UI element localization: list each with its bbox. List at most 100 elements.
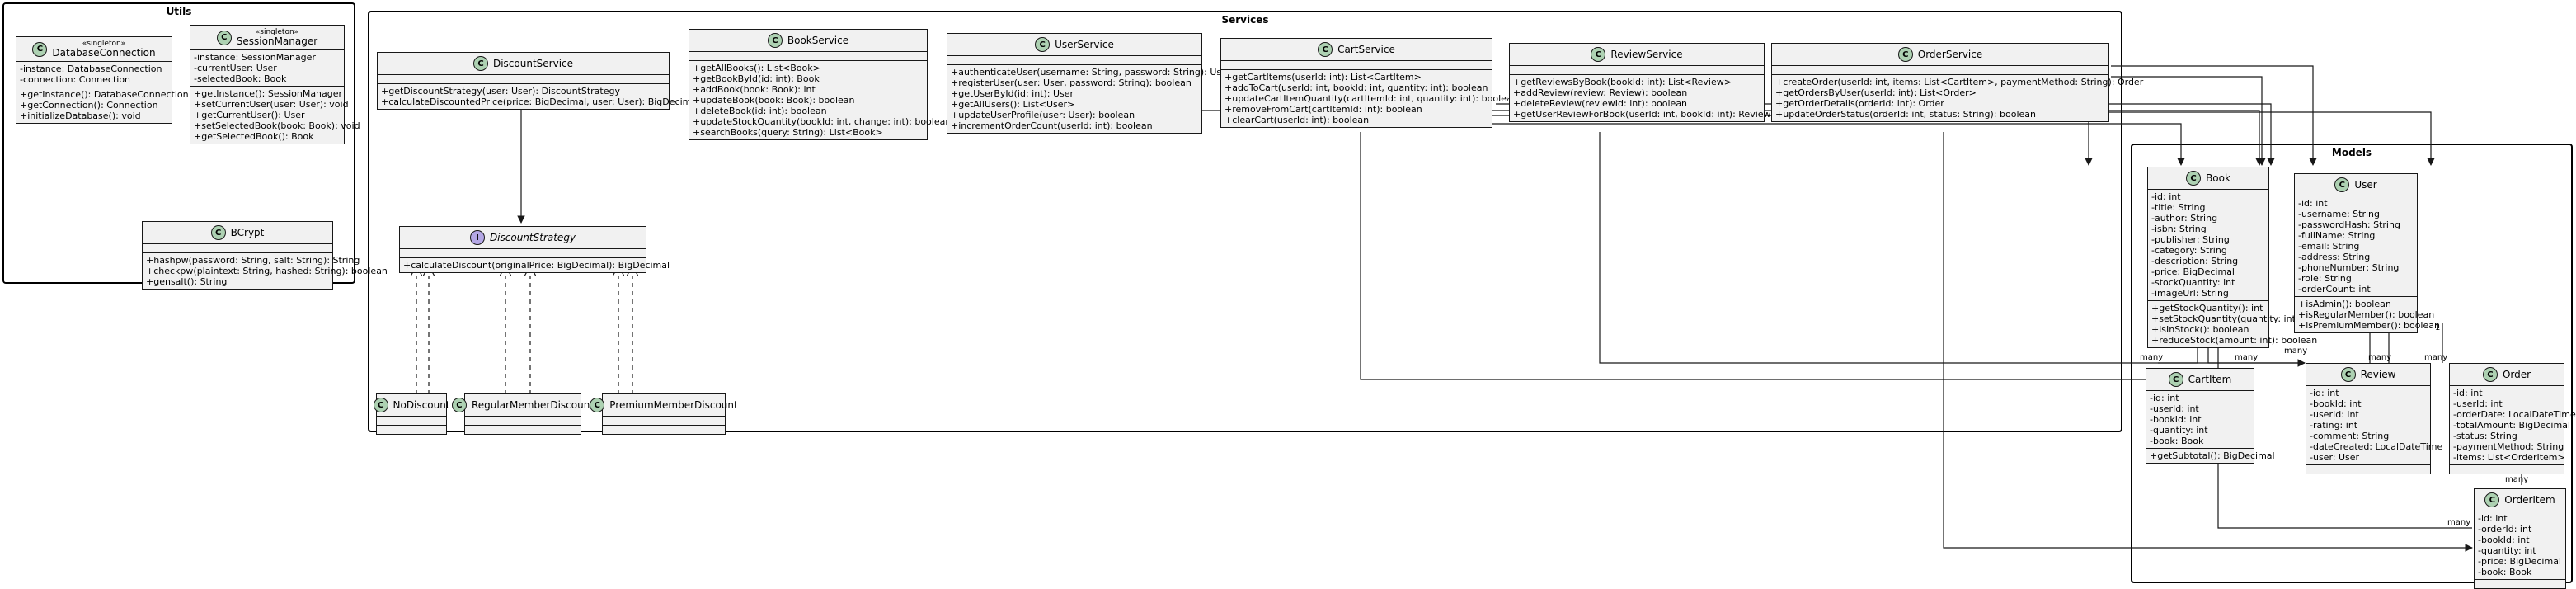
class-review-service[interactable]: C ReviewService +getReviewsByBook(bookId…	[1509, 43, 1771, 122]
class-cart-item[interactable]: C CartItem -id: int-userId: int-bookId: …	[2146, 368, 2275, 464]
class-c-icon: C	[2482, 367, 2498, 382]
method-line: +calculateDiscount(originalPrice: BigDec…	[403, 260, 670, 271]
methods: +getStockQuantity(): int+setStockQuantit…	[2148, 300, 2325, 347]
method-line: +setStockQuantity(quantity: int): void	[2151, 313, 2325, 324]
class-discount-service[interactable]: C DiscountService +getDiscountStrategy(u…	[377, 52, 700, 110]
method-line: +isAdmin(): boolean	[2298, 299, 2391, 309]
class-c-icon: C	[1591, 47, 1606, 62]
class-order-item[interactable]: C OrderItem -id: int-orderId: int-bookId…	[2474, 488, 2566, 589]
mult-order-orderitem-many: many	[2505, 475, 2529, 484]
field-line: -bookId: int	[2478, 535, 2530, 545]
fields: -instance: SessionManager-currentUser: U…	[190, 49, 344, 86]
class-c-icon: C	[2334, 177, 2350, 192]
class-name: BCrypt	[230, 226, 265, 238]
fields	[377, 416, 446, 425]
class-bcrypt[interactable]: C BCrypt +hashpw(password: String, salt:…	[142, 221, 388, 290]
package-utils-title: Utils	[166, 6, 192, 17]
class-c-icon: C	[2168, 372, 2183, 387]
method-line: +checkpw(plaintext: String, hashed: Stri…	[146, 266, 388, 276]
methods	[377, 425, 446, 434]
field-line: -paymentMethod: String	[2453, 441, 2564, 452]
field-line: -totalAmount: BigDecimal	[2453, 420, 2570, 431]
methods: +authenticateUser(username: String, pass…	[947, 64, 1230, 133]
package-models-title: Models	[2331, 147, 2372, 158]
class-user-service[interactable]: C UserService +authenticateUser(username…	[947, 33, 1230, 134]
class-no-discount[interactable]: C NoDiscount	[373, 393, 450, 435]
class-order-service[interactable]: C OrderService +createOrder(userId: int,…	[1771, 43, 2144, 122]
class-name: Order	[2502, 368, 2531, 380]
methods: +calculateDiscount(originalPrice: BigDec…	[400, 257, 670, 272]
class-order[interactable]: C Order -id: int-userId: int-orderDate: …	[2449, 363, 2576, 474]
interface-name: DiscountStrategy	[489, 231, 576, 243]
class-session-manager[interactable]: C «singleton»SessionManager -instance: S…	[190, 25, 360, 144]
field-line: -username: String	[2298, 209, 2380, 219]
method-line: +updateCartItemQuantity(cartItemId: int,…	[1225, 93, 1518, 104]
field-line: -bookId: int	[2150, 414, 2202, 425]
class-name: CartItem	[2188, 373, 2232, 385]
field-line: -id: int	[2453, 388, 2483, 398]
class-c-icon: C	[472, 56, 488, 71]
methods: +getCartItems(userId: int): List<CartIte…	[1221, 69, 1518, 127]
class-c-icon: C	[216, 30, 232, 45]
class-name: ReviewService	[1610, 48, 1683, 60]
methods: +getInstance(): DatabaseConnection+getCo…	[16, 87, 189, 123]
fields	[947, 55, 1201, 64]
method-line: +getInstance(): SessionManager	[194, 88, 343, 99]
field-line: -instance: DatabaseConnection	[20, 64, 162, 74]
field-line: -book: Book	[2478, 567, 2532, 577]
field-line: -id: int	[2151, 191, 2181, 202]
class-premium-member-discount[interactable]: C PremiumMemberDiscount	[590, 393, 738, 435]
method-line: +getInstance(): DatabaseConnection	[20, 89, 189, 100]
method-line: +calculateDiscountedPrice(price: BigDeci…	[381, 97, 700, 107]
class-name: PremiumMemberDiscount	[609, 398, 738, 411]
mult-book-review-many: many	[2235, 353, 2259, 362]
class-name: Review	[2360, 368, 2396, 380]
field-line: -id: int	[2150, 393, 2179, 403]
class-book[interactable]: C Book -id: int-title: String-author: St…	[2147, 167, 2325, 348]
method-line: +getReviewsByBook(bookId: int): List<Rev…	[1513, 77, 1732, 87]
class-database-connection[interactable]: C «singleton»DatabaseConnection -instanc…	[16, 36, 189, 124]
class-name: User	[2354, 178, 2377, 191]
fields	[378, 74, 669, 83]
field-line: -selectedBook: Book	[194, 73, 287, 84]
method-line: +reduceStock(amount: int): boolean	[2151, 335, 2318, 346]
field-line: -address: String	[2298, 252, 2371, 262]
class-review[interactable]: C Review -id: int-bookId: int-userId: in…	[2306, 363, 2442, 474]
method-line: +getStockQuantity(): int	[2151, 303, 2263, 313]
class-user[interactable]: C User -id: int-username: String-passwor…	[2294, 173, 2440, 333]
class-name: Book	[2206, 172, 2230, 184]
method-line: +addReview(review: Review): boolean	[1513, 87, 1688, 98]
class-c-icon: C	[767, 33, 783, 48]
method-line: +getUserById(id: int): User	[951, 88, 1074, 99]
methods	[2306, 464, 2430, 474]
class-name: CartService	[1337, 43, 1395, 55]
class-c-icon: C	[373, 398, 388, 412]
interface-discount-strategy[interactable]: I DiscountStrategy +calculateDiscount(or…	[399, 226, 670, 273]
class-c-icon: C	[210, 225, 226, 240]
field-line: -book: Book	[2150, 436, 2204, 446]
class-book-service[interactable]: C BookService +getAllBooks(): List<Book>…	[689, 29, 952, 140]
class-regular-member-discount[interactable]: C RegularMemberDiscount	[451, 393, 594, 435]
fields	[400, 248, 646, 257]
method-line: +updateStockQuantity(bookId: int, change…	[693, 116, 952, 127]
class-name: NoDiscount	[393, 398, 450, 411]
fields	[1772, 65, 2108, 74]
class-cart-service[interactable]: C CartService +getCartItems(userId: int)…	[1220, 38, 1518, 128]
class-name: SessionManager	[236, 35, 318, 47]
mult-book-cartitem-many: many	[2140, 353, 2164, 362]
field-line: -role: String	[2298, 273, 2352, 284]
field-line: -title: String	[2151, 202, 2206, 213]
method-line: +createOrder(userId: int, items: List<Ca…	[1775, 77, 2144, 87]
field-line: -userId: int	[2150, 403, 2199, 414]
mult-user-review-many-a: many	[2284, 346, 2308, 356]
class-name: RegularMemberDiscount	[471, 398, 595, 411]
class-c-icon: C	[2186, 171, 2202, 186]
methods: +getSubtotal(): BigDecimal	[2146, 448, 2275, 463]
method-line: +getCartItems(userId: int): List<CartIte…	[1225, 72, 1422, 82]
field-line: -userId: int	[2310, 409, 2359, 420]
method-line: +updateOrderStatus(orderId: int, status:…	[1775, 109, 2036, 120]
method-line: +updateBook(book: Book): boolean	[693, 95, 855, 106]
field-line: -orderId: int	[2478, 524, 2532, 535]
fields	[465, 416, 581, 425]
class-name: BookService	[787, 34, 849, 46]
